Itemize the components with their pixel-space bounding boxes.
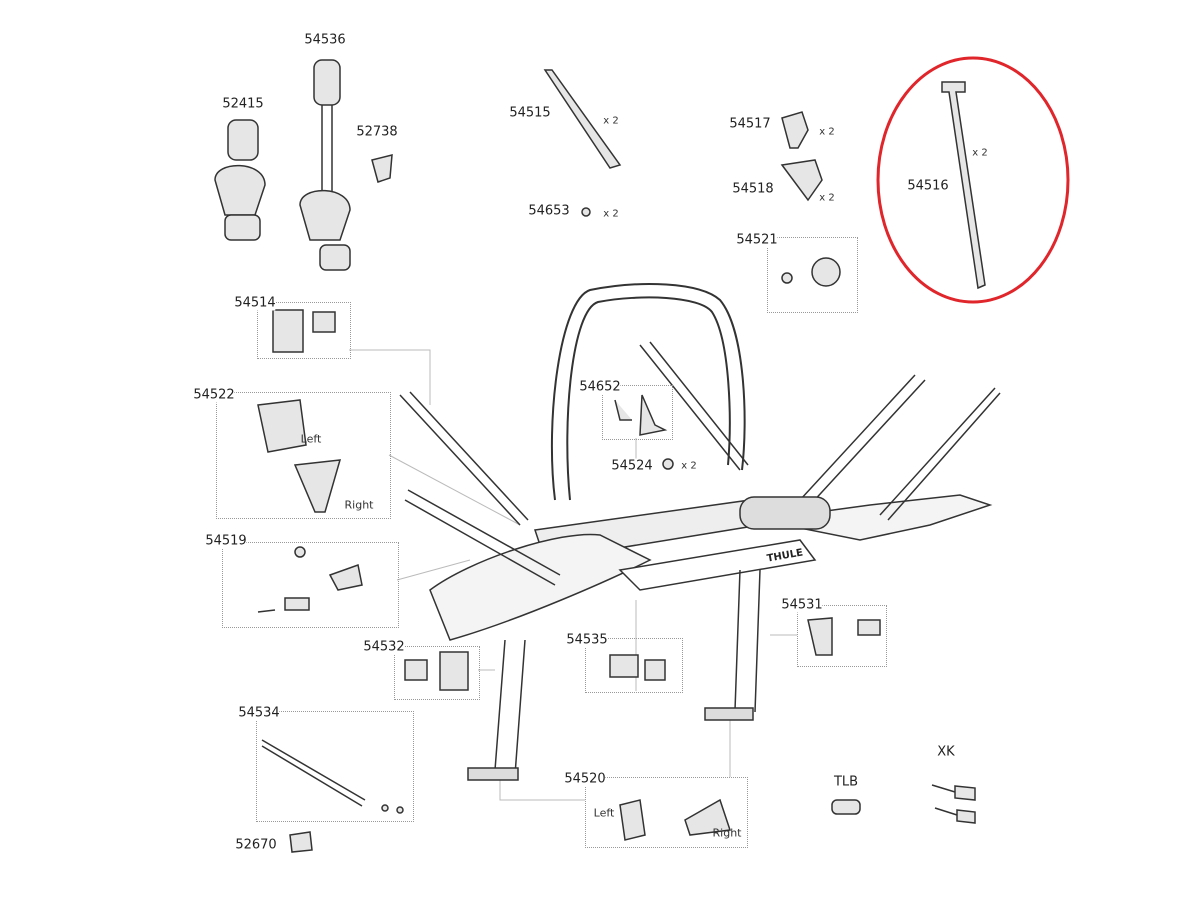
part-label-54517: 54517 <box>729 116 771 132</box>
part-label-54519: 54519 <box>205 533 247 549</box>
part-label-54532: 54532 <box>363 639 405 655</box>
qty-54524: x 2 <box>681 460 697 472</box>
part-label-54514: 54514 <box>234 295 276 311</box>
qty-54515: x 2 <box>603 115 619 127</box>
side-left-54520: Left <box>593 806 615 820</box>
side-right-54520: Right <box>712 826 742 840</box>
part-label-54535: 54535 <box>566 632 608 648</box>
part-label-54516: 54516 <box>907 178 949 194</box>
qty-54653: x 2 <box>603 208 619 220</box>
leader-lines <box>349 349 797 801</box>
part-label-tlb: TLB <box>833 774 859 790</box>
part-label-54518: 54518 <box>732 181 774 197</box>
qty-54517: x 2 <box>819 126 835 138</box>
part-label-52415: 52415 <box>222 96 264 112</box>
part-label-54521: 54521 <box>736 232 778 248</box>
part-box-54520 <box>585 777 748 848</box>
part-label-54534: 54534 <box>238 705 280 721</box>
part-illustrations <box>214 59 986 853</box>
part-label-54522: 54522 <box>193 387 235 403</box>
part-box-54519 <box>222 542 399 628</box>
highlight-circle <box>876 56 1070 304</box>
side-left-54522: Left <box>300 432 322 446</box>
qty-54518: x 2 <box>819 192 835 204</box>
part-box-54532 <box>394 646 480 700</box>
part-label-54520: 54520 <box>564 771 606 787</box>
part-box-54522 <box>216 392 391 519</box>
part-label-xk: XK <box>937 744 955 760</box>
part-box-54531 <box>797 605 887 667</box>
part-label-54652: 54652 <box>579 379 621 395</box>
part-label-54524: 54524 <box>611 458 653 474</box>
part-box-54652 <box>602 385 673 440</box>
part-box-54534 <box>256 711 414 822</box>
part-label-54531: 54531 <box>781 597 823 613</box>
bike-rack-illustration <box>399 283 1001 781</box>
part-label-54515: 54515 <box>509 105 551 121</box>
part-box-54514 <box>257 302 351 359</box>
qty-54516: x 2 <box>972 147 988 159</box>
part-box-54535 <box>585 638 683 693</box>
part-label-52738: 52738 <box>356 124 398 140</box>
part-label-54536: 54536 <box>304 32 346 48</box>
side-right-54522: Right <box>344 498 374 512</box>
part-box-54521 <box>767 237 858 313</box>
part-label-54653: 54653 <box>528 203 570 219</box>
part-label-52670: 52670 <box>235 837 277 853</box>
